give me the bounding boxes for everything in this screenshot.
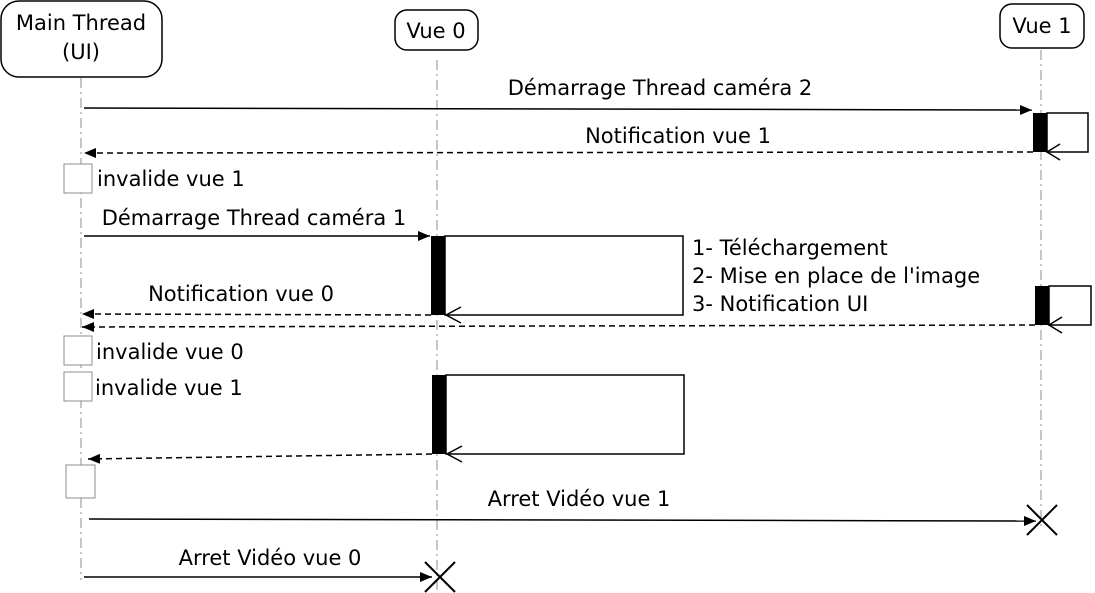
participant-vue1: Vue 1: [999, 3, 1085, 49]
msg-return-vue0-arrow: [87, 453, 433, 464]
participant-vue0-title: Vue 0: [406, 19, 465, 43]
msg-notif-vue1-label: Notification vue 1: [585, 124, 771, 148]
msg-notif-vue0-arrow: [81, 309, 432, 320]
step-1-label: 1- Téléchargement: [692, 236, 888, 260]
selfloop-vue0-2: [445, 374, 685, 455]
participant-main-title: Main Thread: [16, 11, 146, 35]
msg-notif-vue1-2-arrow: [81, 321, 1036, 332]
destroy-vue1-icon: [1026, 504, 1058, 536]
step-2-label: 2- Mise en place de l'image: [692, 264, 980, 288]
participant-main-subtitle: (UI): [62, 40, 100, 64]
destroy-vue0-icon: [424, 561, 456, 593]
activation-vue1-1: [1033, 113, 1047, 152]
msg-start-cam2-arrow: [83, 104, 1033, 115]
msg-arret-vue1-label: Arret Vidéo vue 1: [488, 487, 671, 511]
msg-start-cam1-label: Démarrage Thread caméra 1: [102, 206, 407, 230]
activation-vue1-2: [1035, 286, 1049, 325]
participant-main-thread: Main Thread (UI): [0, 0, 163, 78]
note-box-invalide-vue0: [63, 335, 93, 366]
note-box-invalide-vue1-a: [63, 163, 93, 194]
note-invalide-vue1-b-label: invalide vue 1: [95, 376, 243, 400]
selfloop-vue1-2-arrowhead: [1047, 316, 1063, 334]
note-box-empty: [65, 464, 96, 499]
selfloop-vue0-1: [444, 235, 684, 316]
selfloop-vue0-2-arrowhead: [445, 445, 463, 463]
msg-arret-vue1-arrow: [88, 515, 1037, 526]
selfloop-vue1-1-arrowhead: [1045, 143, 1061, 161]
msg-start-cam2-label: Démarrage Thread caméra 2: [508, 76, 813, 100]
note-invalide-vue0-label: invalide vue 0: [96, 340, 244, 364]
activation-vue0-2: [432, 375, 446, 454]
note-invalide-vue1-a-label: invalide vue 1: [97, 167, 245, 191]
activation-vue0-1: [431, 236, 445, 315]
msg-notif-vue0-label: Notification vue 0: [148, 282, 334, 306]
selfloop-vue1-2: [1048, 285, 1092, 326]
selfloop-vue1-1: [1046, 112, 1089, 153]
participant-vue0: Vue 0: [394, 9, 479, 51]
step-3-label: 3- Notification UI: [692, 292, 868, 316]
note-box-invalide-vue1-b: [63, 371, 93, 402]
selfloop-vue0-1-arrowhead: [444, 306, 462, 324]
participant-vue1-title: Vue 1: [1012, 14, 1071, 38]
msg-notif-vue1-arrow: [83, 147, 1034, 158]
msg-arret-vue0-label: Arret Vidéo vue 0: [179, 546, 362, 570]
